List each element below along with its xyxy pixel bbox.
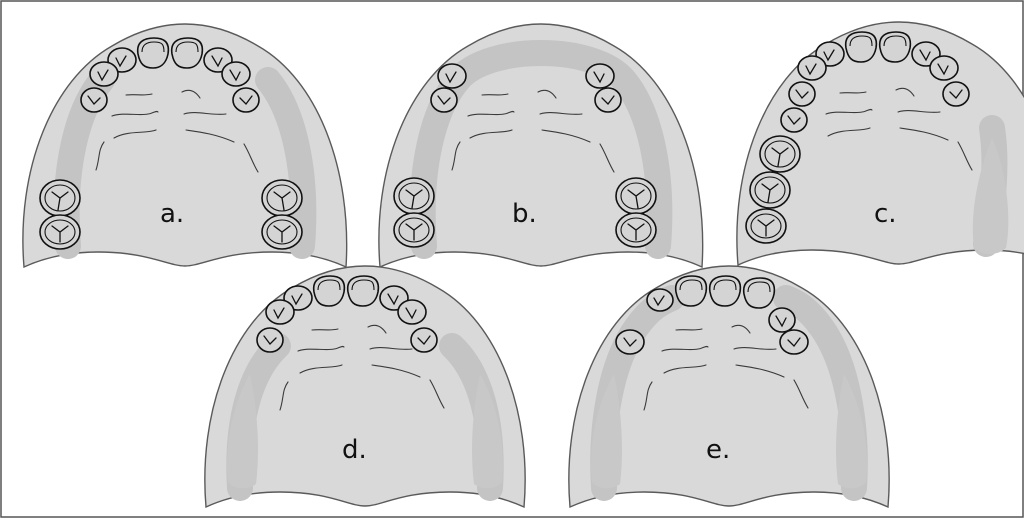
tooth-canine-right bbox=[769, 308, 795, 332]
tooth-canine-right bbox=[222, 62, 250, 86]
tooth-incisor-3 bbox=[744, 278, 775, 308]
tooth-canine-left bbox=[266, 300, 294, 324]
tooth-molar-lower-left bbox=[394, 213, 434, 247]
tooth-premolar-left bbox=[81, 88, 107, 112]
tooth-molar-2-left bbox=[750, 172, 790, 208]
panel-label: d. bbox=[342, 435, 367, 465]
tooth-central-incisor-left bbox=[138, 38, 169, 68]
tooth-molar-1-left bbox=[760, 136, 800, 172]
tooth-central-incisor-right bbox=[348, 276, 379, 306]
panel-label: c. bbox=[874, 199, 897, 229]
tooth-molar-lower-right bbox=[262, 215, 302, 249]
tooth-lateral-incisor-left bbox=[647, 289, 673, 311]
tooth-canine-left bbox=[90, 62, 118, 86]
tooth-premolar-right bbox=[780, 330, 808, 354]
tooth-molar-3-left bbox=[746, 209, 786, 243]
tooth-canine-right bbox=[930, 56, 958, 80]
tooth-canine-right bbox=[398, 300, 426, 324]
tooth-molar-upper-left bbox=[40, 180, 80, 216]
tooth-canine-left bbox=[798, 56, 826, 80]
tooth-premolar-1-left bbox=[789, 82, 815, 106]
panel-label: e. bbox=[706, 435, 730, 465]
tooth-premolar-right bbox=[411, 328, 437, 352]
tooth-incisor-2 bbox=[710, 276, 741, 306]
tooth-premolar-left bbox=[616, 330, 644, 354]
tooth-central-incisor-left bbox=[314, 276, 345, 306]
tooth-central-incisor-left bbox=[846, 32, 877, 62]
tooth-premolar-1-right bbox=[943, 82, 969, 106]
tooth-canine-right bbox=[586, 64, 614, 88]
tooth-premolar-left bbox=[431, 88, 457, 112]
tooth-molar-lower-left bbox=[40, 215, 80, 249]
tooth-molar-lower-right bbox=[616, 213, 656, 247]
tooth-molar-upper-right bbox=[616, 178, 656, 214]
tooth-premolar-right bbox=[233, 88, 259, 112]
tooth-central-incisor-right bbox=[172, 38, 203, 68]
tooth-molar-upper-left bbox=[394, 178, 434, 214]
tooth-premolar-left bbox=[257, 328, 283, 352]
tooth-central-incisor-right bbox=[880, 32, 911, 62]
tooth-premolar-right bbox=[595, 88, 621, 112]
tooth-canine-left bbox=[438, 64, 466, 88]
tooth-molar-upper-right bbox=[262, 180, 302, 216]
panel-label: a. bbox=[160, 199, 184, 229]
tooth-incisor-1 bbox=[676, 276, 707, 306]
panel-label: b. bbox=[512, 199, 537, 229]
tooth-premolar-2-left bbox=[781, 108, 807, 132]
